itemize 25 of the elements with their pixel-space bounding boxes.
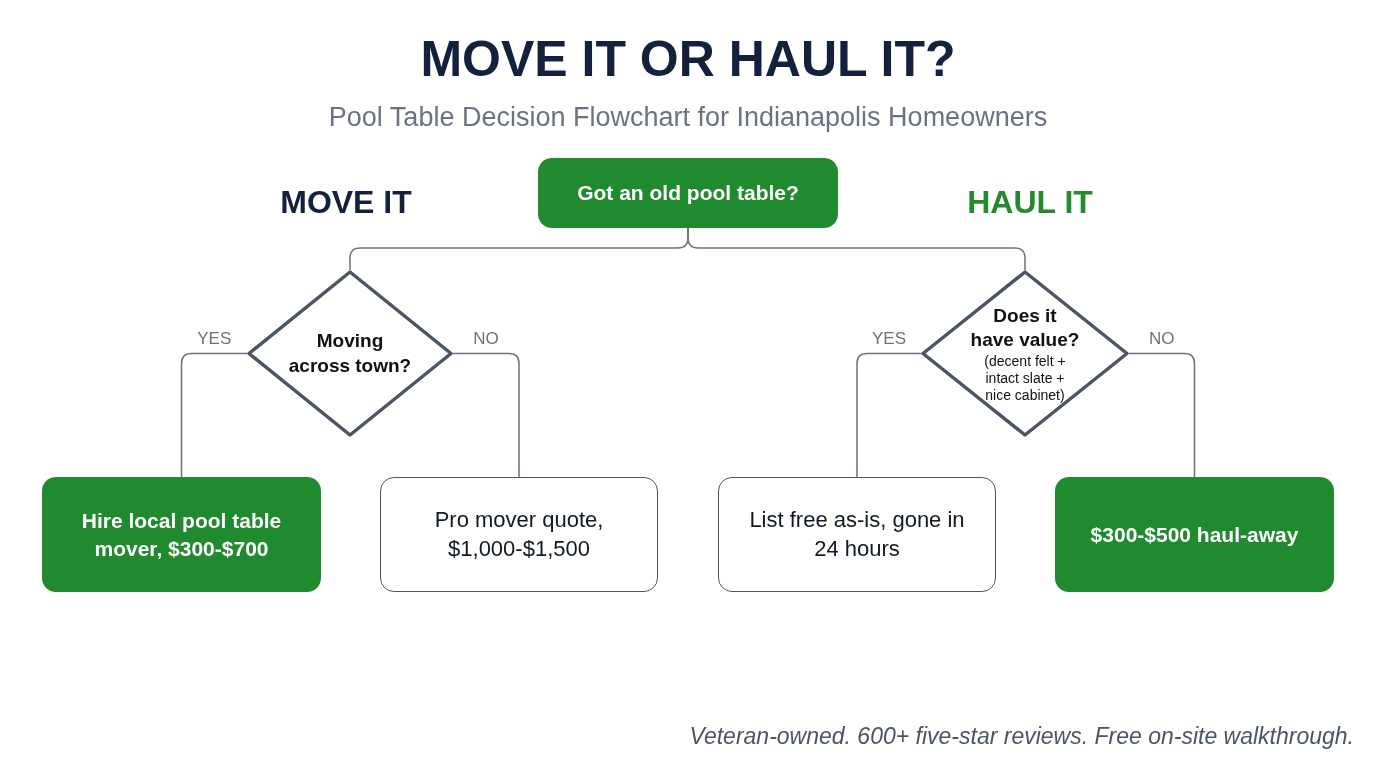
outcome-text: Pro mover quote, $1,000-$1,500 bbox=[433, 505, 605, 563]
title: MOVE IT OR HAUL IT? bbox=[420, 34, 956, 84]
decision-diamond bbox=[247, 270, 453, 437]
outcome-text: List free as-is, gone in 24 hours bbox=[748, 505, 966, 563]
note-text: (decent felt + intact slate + nice cabinet) bbox=[983, 353, 1067, 404]
connector-line bbox=[687, 227, 1026, 271]
column-heading: HAUL IT bbox=[967, 183, 1093, 222]
footer-note: Veteran-owned. 600+ five-star reviews. Free on-site walkthrough. bbox=[689, 722, 1354, 751]
subtitle: Pool Table Decision Flowchart for Indianapolis Homeowners bbox=[328, 101, 1048, 134]
connector-line bbox=[180, 352, 248, 478]
connector-line bbox=[856, 352, 922, 478]
decision-diamond bbox=[921, 270, 1129, 437]
connector-line bbox=[1128, 352, 1196, 478]
outcome-box bbox=[718, 477, 996, 592]
outcome-box bbox=[42, 477, 321, 592]
question-text: Got an old pool table? bbox=[577, 179, 799, 206]
outcome-box bbox=[1055, 477, 1334, 592]
question-text: Moving across town? bbox=[287, 328, 413, 378]
column-heading: MOVE IT bbox=[280, 183, 412, 222]
question-text: Does it have value? bbox=[969, 303, 1081, 353]
connector-line bbox=[452, 352, 520, 478]
outcome-text: Hire local pool table mover, $300-$700 bbox=[80, 508, 283, 562]
question-box bbox=[538, 158, 838, 228]
outcome-box bbox=[380, 477, 658, 592]
outcome-text: $300-$500 haul-away bbox=[1090, 521, 1299, 548]
